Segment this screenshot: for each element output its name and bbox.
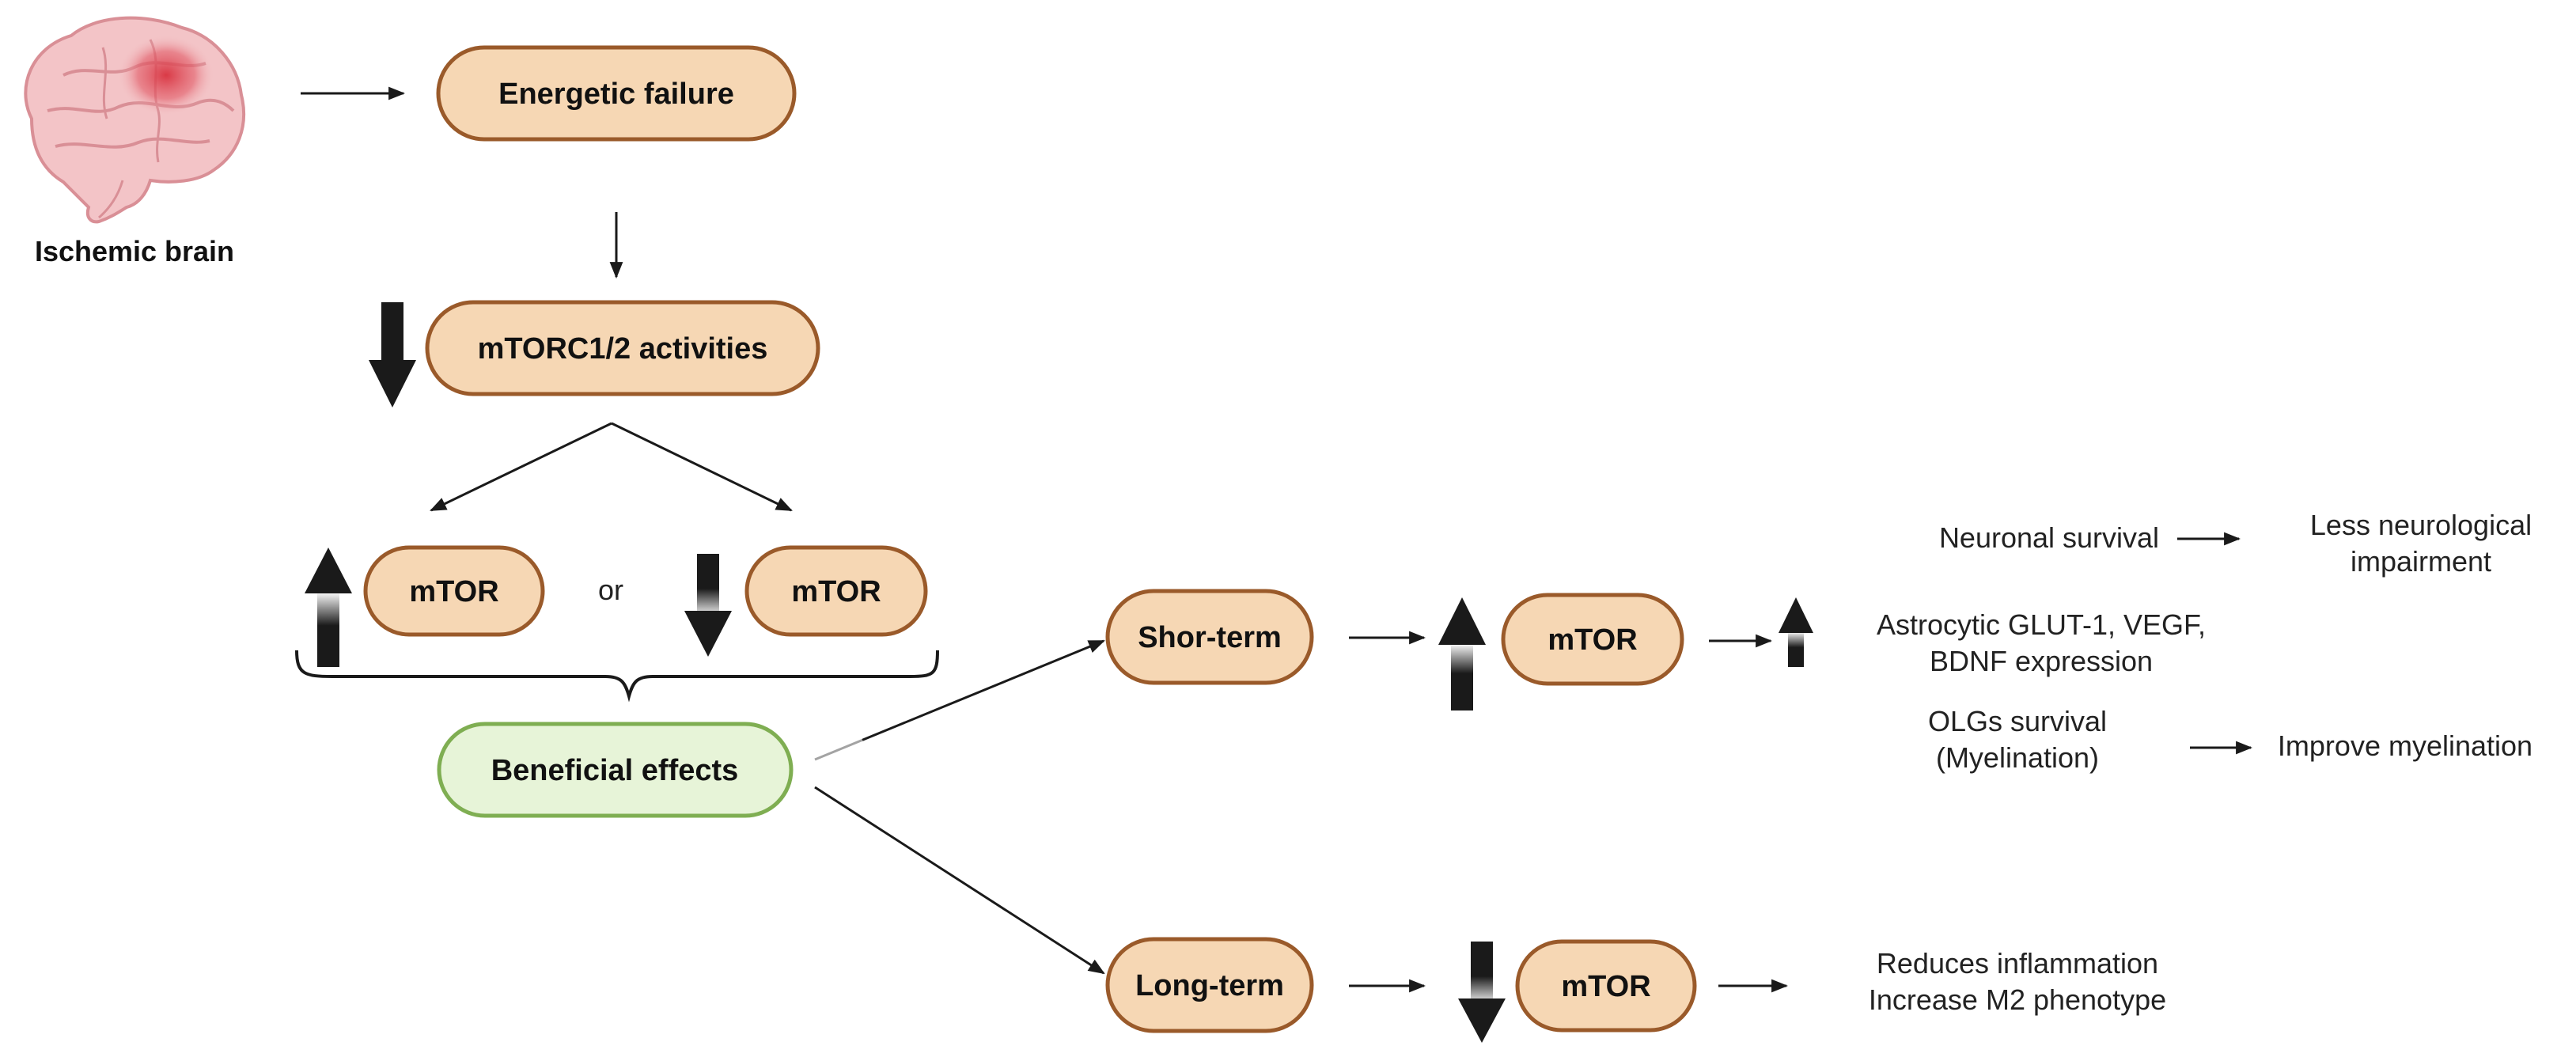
energetic-failure-label: Energetic failure [498,78,734,111]
mtor-long-node: mTOR [1515,939,1697,1033]
olgs-survival-text: OLGs survival [1928,705,2107,737]
down-arrow-icon [1458,942,1506,1043]
long-term-label: Long-term [1135,969,1284,1002]
fade-overlay [794,777,864,825]
mtorc-activities-label: mTORC1/2 activities [478,332,768,366]
up-arrow-icon [305,548,352,667]
less-neurological-text: Less neurological [2310,509,2532,541]
or-label: or [598,574,623,606]
mtor-down-node: mTOR [744,545,928,637]
mtor-long-label: mTOR [1561,970,1650,1003]
ischemic-brain-caption: Ischemic brain [35,235,234,267]
short-term-node: Shor-term [1105,589,1314,685]
beneficial-effects-node: Beneficial effects [437,722,794,818]
fade-overlay [794,737,864,771]
bdnf-expression-text: BDNF expression [1930,645,2153,677]
arrow-beneficial-to-short [814,639,1105,761]
arrow-beneficial-to-long [814,786,1105,975]
up-arrow-icon [1779,597,1813,667]
long-term-node: Long-term [1105,937,1314,1033]
increase-m2-text: Increase M2 phenotype [1869,983,2166,1016]
improve-myelination-text: Improve myelination [2278,729,2532,762]
mtor-short-label: mTOR [1547,623,1637,657]
energetic-failure-node: Energetic failure [436,45,797,142]
grouping-brace [295,650,939,703]
reduces-inflammation-text: Reduces inflammation [1877,947,2158,980]
arrow-fork-right [611,422,793,512]
down-arrow-icon [369,302,416,407]
mtorc-activities-node: mTORC1/2 activities [425,300,820,396]
brain-icon [24,16,246,224]
astrocytic-text: Astrocytic GLUT-1, VEGF, [1877,608,2206,641]
mtor-short-node: mTOR [1501,593,1684,686]
impairment-text: impairment [2351,545,2491,578]
mtor-down-label: mTOR [791,575,881,608]
myelination-text: (Myelination) [1936,741,2099,774]
short-term-label: Shor-term [1138,621,1282,654]
beneficial-effects-label: Beneficial effects [491,754,739,787]
up-arrow-icon [1438,597,1486,710]
arrow-fork-left [430,422,612,512]
mtor-up-label: mTOR [409,575,498,608]
neuronal-survival-text: Neuronal survival [1939,521,2159,554]
down-arrow-icon [684,554,732,657]
mtor-up-node: mTOR [363,545,545,637]
